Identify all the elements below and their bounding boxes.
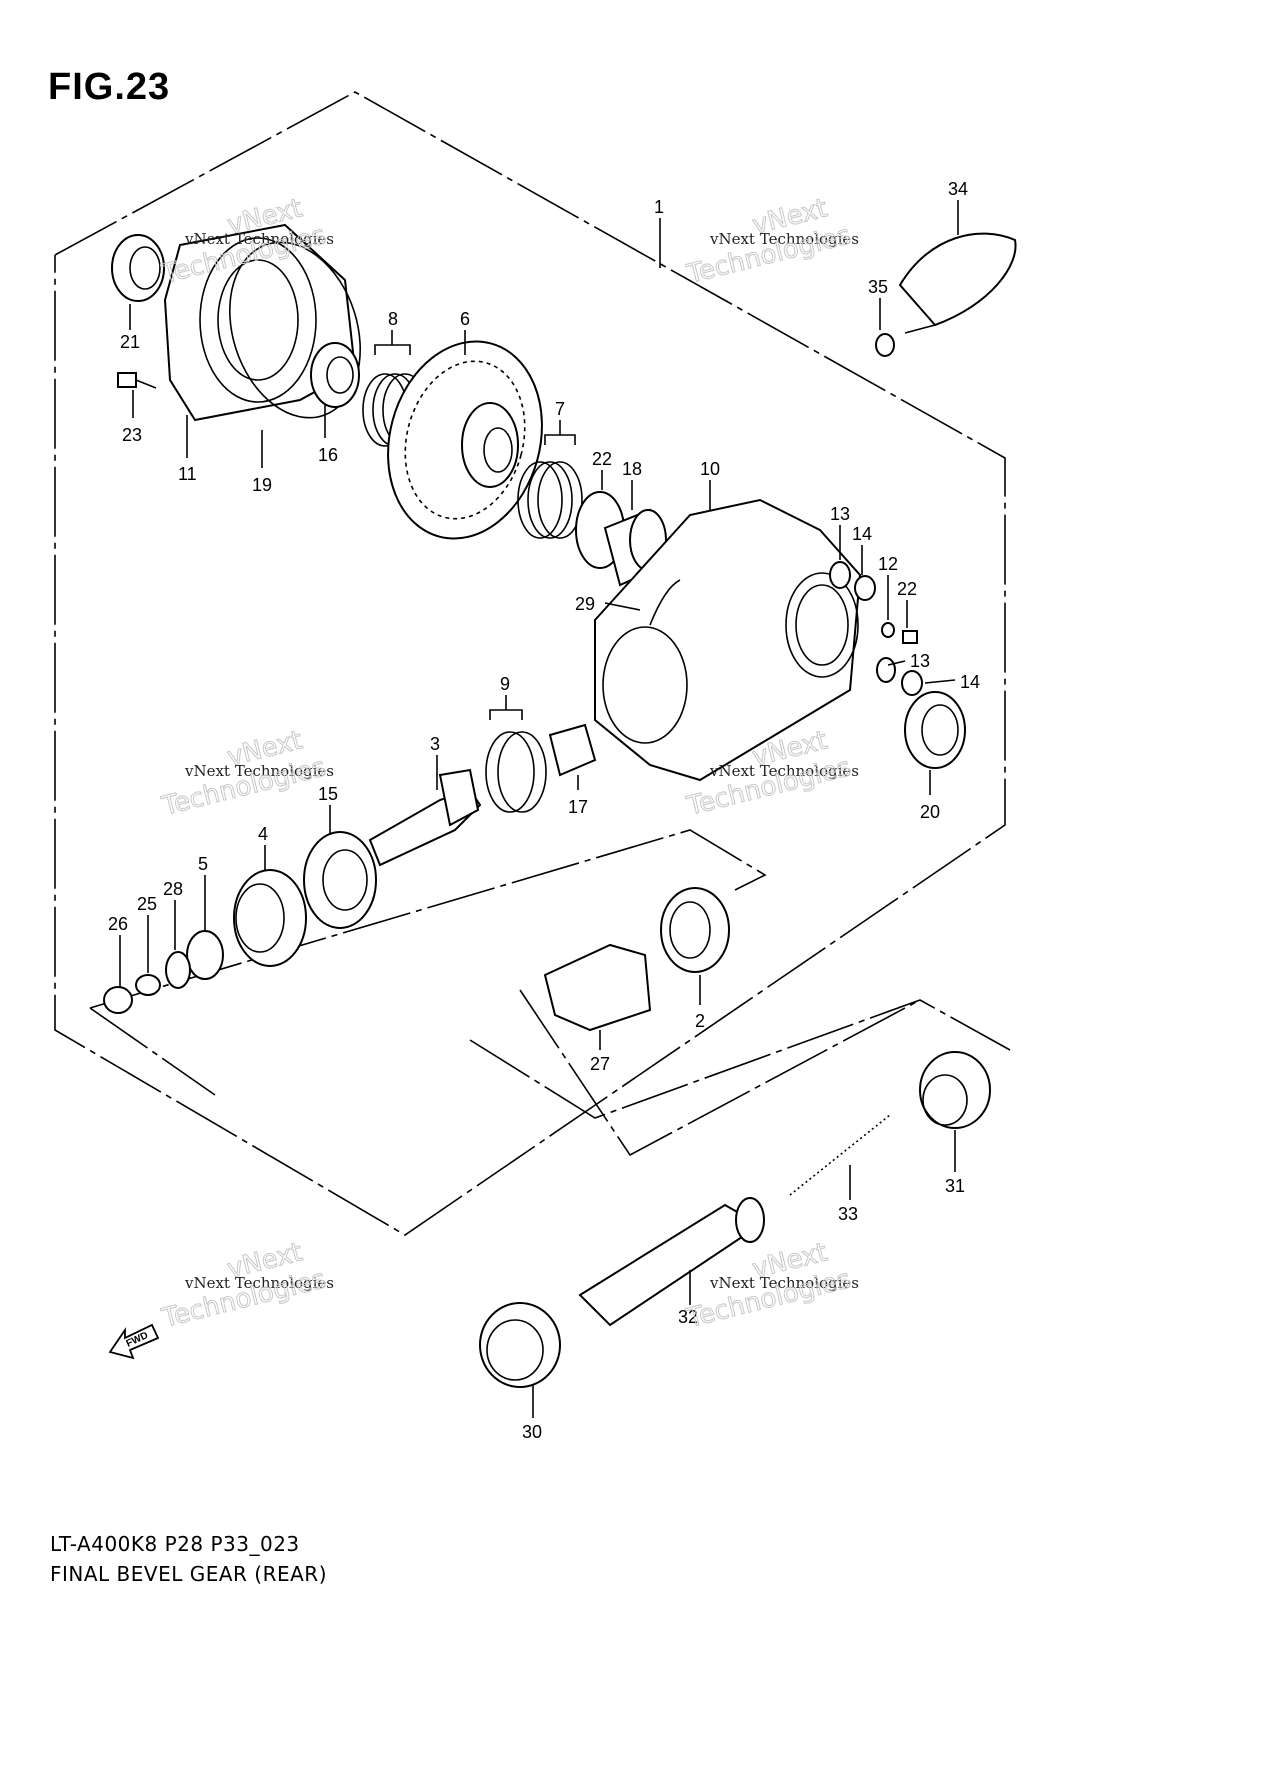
callout-25: 25 [137,894,157,914]
part-35-clamp [875,333,895,357]
callout-20: 20 [920,802,940,822]
part-16-bearing [310,342,360,408]
callout-9: 9 [500,674,510,694]
callout-28: 28 [163,879,183,899]
callout-21: 21 [120,332,140,352]
callout-16: 16 [318,445,338,465]
svg-text:vNext Technologies: vNext Technologies [184,230,334,248]
part-26-nut [103,986,133,1014]
part-4-bearing-race [233,869,307,967]
part-17-needle-bearing [548,723,597,777]
caption-model-code: LT-A400K8 P28 P33_023 [50,1532,300,1556]
callout-11: 11 [178,464,197,484]
callout-35: 35 [868,277,888,297]
part-13-washer-upper [829,561,851,589]
callout-24: 22 [592,449,612,469]
part-29-breather-hose [649,579,681,626]
part-34-rubber-boot [898,232,1017,334]
callout-17: 17 [568,797,588,817]
callout-10: 10 [700,459,720,479]
part-23-bolt [117,372,157,389]
callout-30: 30 [522,1422,542,1442]
callout-5: 5 [198,854,208,874]
callout-19: 19 [252,475,272,495]
watermark-group: vNext Technologies vNext Technologies vN… [158,193,859,1335]
callout-29: 29 [575,594,595,614]
watermark-3: vNext Technologies vNext Technologies [158,725,334,823]
watermark-5: vNext Technologies vNext Technologies [158,1237,334,1335]
part-19-o-ring [229,241,361,419]
callout-26: 26 [108,914,128,934]
callout-34: 34 [948,179,968,199]
callout-14-lower: 14 [960,672,980,692]
part-10-gear-housing [594,498,862,782]
subgroup-boundary-left [89,1007,216,1096]
part-15-ball-bearing [303,831,377,929]
part-11-case-cover [163,223,357,422]
svg-text:vNext Technologies: vNext Technologies [709,1274,859,1292]
subgroup-boundary-inner [519,989,921,1157]
part-25-washer [135,974,161,996]
svg-text:vNext Technologies: vNext Technologies [184,762,334,780]
part-21-oil-seal [111,234,165,302]
part-5-spacer [186,930,224,980]
svg-text:vNext Technologies: vNext Technologies [709,762,859,780]
subgroup-boundary-bottom [469,999,1011,1119]
callout-3: 3 [430,734,440,754]
part-28-washer [165,951,191,989]
callout-33: 33 [838,1204,858,1224]
leader-lines [119,200,959,1418]
part-2-oil-seal [660,887,730,973]
watermark-2: vNext Technologies vNext Technologies [683,193,859,291]
callout-6: 6 [460,309,470,329]
callout-32: 32 [678,1307,698,1327]
svg-text:vNext Technologies: vNext Technologies [709,230,859,248]
part-20-oil-seal [904,691,966,769]
callout-23: 23 [122,425,142,445]
callout-27: 27 [590,1054,610,1074]
part-33-spring [789,1114,891,1196]
caption-assembly-name: FINAL BEVEL GEAR (REAR) [50,1562,328,1586]
callout-18: 18 [622,459,642,479]
figure-title: FIG.23 [48,66,171,108]
callout-22: 22 [897,579,917,599]
part-6-bevel-gear [387,340,543,540]
callout-12: 12 [878,554,898,574]
part-22-bolt [902,630,918,644]
callout-13-upper: 13 [830,504,850,524]
part-30-boot [479,1302,561,1388]
callout-labels: 1 34 35 21 23 11 19 16 8 6 7 22 18 10 13… [108,179,980,1442]
part-9-shims [485,731,547,813]
assembly-boundary [54,91,1006,1236]
part-7-shims [517,461,583,539]
callout-7: 7 [555,399,565,419]
part-31-cap [919,1051,991,1129]
callout-15: 15 [318,784,338,804]
callout-13-lower: 13 [910,651,930,671]
part-32-propeller-shaft [578,1197,765,1327]
part-27-coupling [543,943,652,1032]
part-14-plug-upper [854,575,876,601]
part-3-drive-pinion [368,768,482,867]
callout-4: 4 [258,824,268,844]
callout-8: 8 [388,309,398,329]
callout-1: 1 [654,197,664,217]
forward-arrow-icon: FWD [108,1323,160,1360]
callout-14-upper: 14 [852,524,872,544]
callout-2: 2 [695,1011,705,1031]
callout-31: 31 [945,1176,965,1196]
subgroup-boundary-lower [89,829,767,1009]
part-14-plug-lower [901,670,923,696]
part-13-washer-lower [876,657,896,683]
part-12-washer [881,622,895,638]
svg-text:vNext Technologies: vNext Technologies [184,1274,334,1292]
